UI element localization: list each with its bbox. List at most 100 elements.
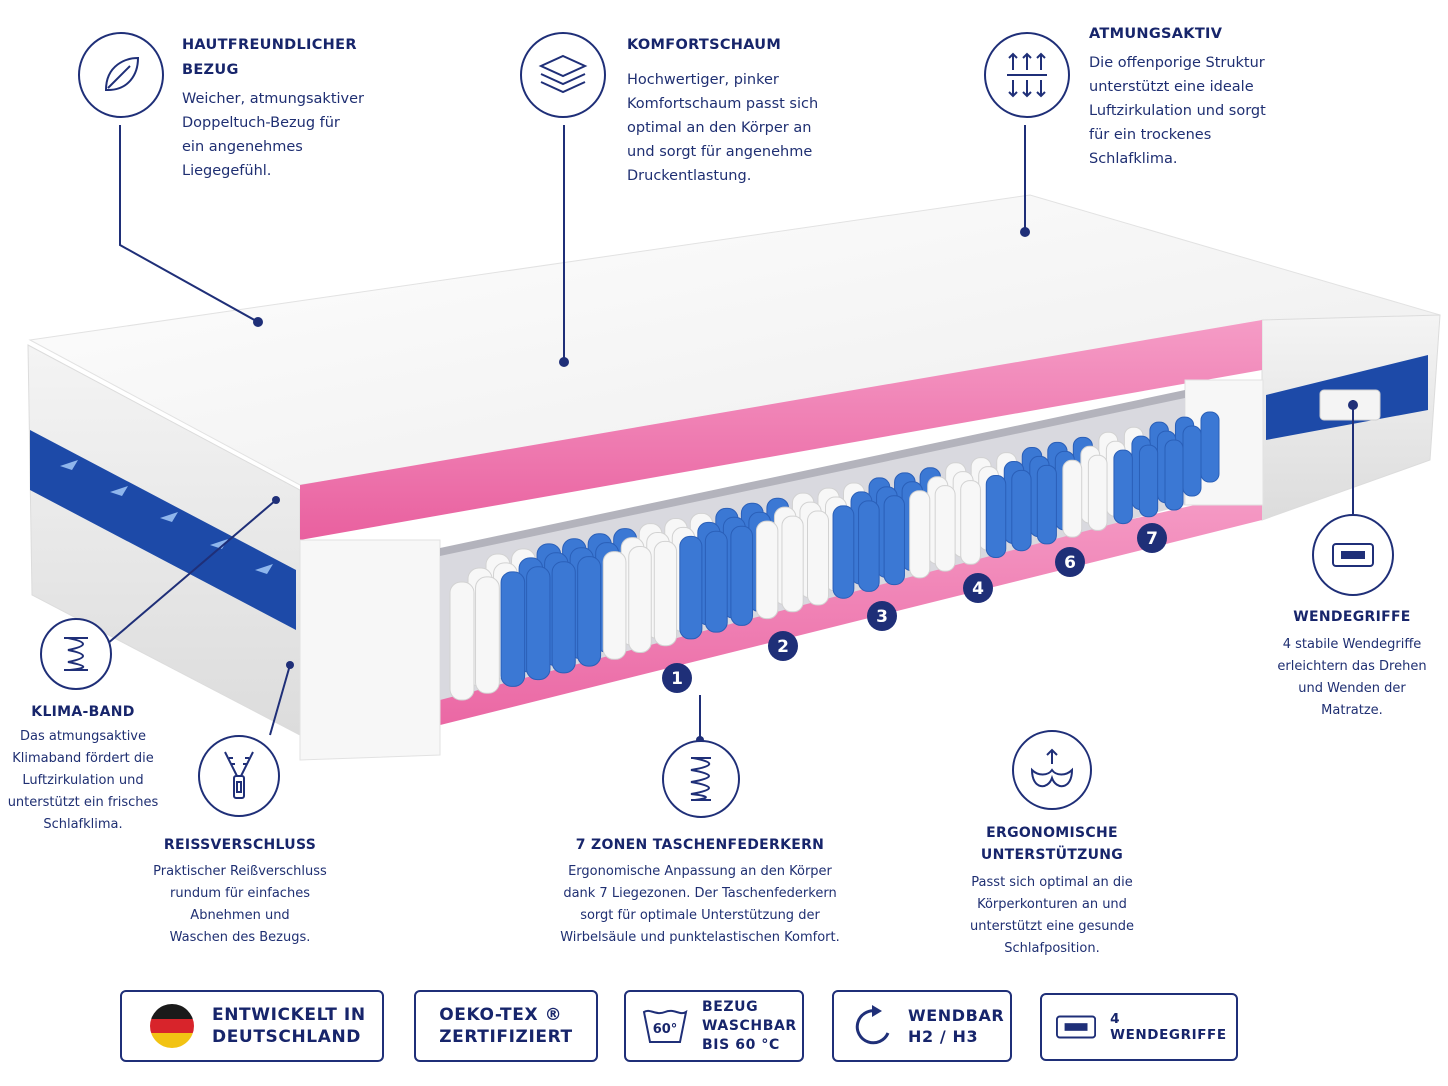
zone-marker (662, 663, 692, 693)
badge-waschbar: 60° BEZUG WASCHBAR BIS 60 °C (624, 990, 804, 1062)
wash-tub-icon: 60° (642, 1006, 688, 1046)
badge-wendegriffe: 4 WENDEGRIFFE (1040, 993, 1238, 1061)
coil-spring-icon (690, 757, 711, 801)
zone-marker (867, 601, 897, 631)
pocket-spring (1011, 469, 1032, 552)
bezug-icon-circle (78, 32, 164, 118)
zone-number: 3 (876, 607, 888, 627)
griffe-title: WENDEGRIFFE (1293, 609, 1411, 625)
atmung-icon-circle (984, 32, 1070, 118)
pink-foam-front (299, 539, 441, 761)
leaf-icon (104, 56, 140, 91)
griffe-icon-circle (1312, 514, 1394, 596)
reiss-text: REISSVERSCHLUSS Praktischer Reißverschlu… (140, 833, 340, 949)
zone-marker (1055, 547, 1085, 577)
pocket-spring (1138, 444, 1159, 518)
pocket-spring (551, 561, 576, 674)
klima-text: KLIMA-BAND Das atmungsaktive Klimaband f… (2, 700, 164, 836)
zone-number: 1 (671, 669, 683, 689)
pocket-spring (1164, 439, 1184, 511)
pocket-spring (679, 535, 703, 640)
pocket-springs (449, 411, 1220, 701)
badge-deutschland: ENTWICKELT IN DEUTSCHLAND (120, 990, 384, 1062)
komfort-description: Hochwertiger, pinker Komfortschaum passt… (627, 72, 819, 184)
zonen-description: Ergonomische Anpassung an den Körper dan… (560, 864, 840, 945)
pocket-spring (1087, 454, 1108, 531)
handle-icon (1332, 543, 1374, 567)
pocket-spring (653, 540, 678, 647)
pocket-spring (883, 495, 905, 586)
komfort-icon-circle (520, 32, 606, 118)
ergo-title: ERGONOMISCHE UNTERSTÜTZUNG (980, 825, 1124, 863)
airflow-icon (1007, 52, 1047, 98)
pocket-spring (781, 515, 804, 613)
pocket-spring (577, 556, 602, 667)
pocket-spring (1200, 411, 1220, 483)
pocket-spring (449, 581, 475, 701)
pocket-spring (755, 520, 779, 620)
pocket-spring (960, 480, 981, 565)
badge-wendbar-text: WENDBAR H2 / H3 (908, 1006, 1005, 1046)
pocket-spring (1062, 459, 1083, 538)
pocket-spring (858, 500, 880, 592)
badge-oekotex: OEKO-TEX ® ZERTIFIZIERT (414, 990, 598, 1062)
zonen-text: 7 ZONEN TASCHENFEDERKERN Ergonomische An… (545, 833, 855, 949)
atmung-text: ATMUNGSAKTIV Die offenporige Struktur un… (1089, 22, 1319, 171)
reiss-title: REISSVERSCHLUSS (163, 837, 317, 853)
atmung-description: Die offenporige Struktur unterstützt ein… (1089, 55, 1266, 167)
zone-marker (963, 573, 993, 603)
pocket-spring (832, 505, 855, 599)
klima-title: KLIMA-BAND (31, 704, 135, 720)
pocket-spring (807, 510, 829, 606)
zone-number: 6 (1064, 553, 1076, 573)
pocket-spring (602, 551, 627, 660)
ergo-icon-circle (1012, 730, 1092, 810)
klima-icon-circle (40, 618, 112, 690)
klima-description: Das atmungsaktive Klimaband fördert die … (7, 729, 159, 832)
reiss-icon-circle (198, 735, 280, 817)
zone-number: 4 (972, 579, 984, 599)
ergo-description: Passt sich optimal an die Körperkonturen… (970, 875, 1134, 956)
badge-wendbar: WENDBAR H2 / H3 (832, 990, 1012, 1062)
bezug-description: Weicher, atmungsaktiver Doppeltuch-Bezug… (182, 91, 364, 179)
pocket-spring (628, 546, 652, 653)
zonen-title: 7 ZONEN TASCHENFEDERKERN (575, 837, 825, 853)
griffe-text: WENDEGRIFFE 4 stabile Wendegriffe erleic… (1262, 604, 1442, 722)
pocket-spring (475, 576, 500, 694)
pink-foam-top (300, 320, 1262, 540)
zone-number: 7 (1146, 529, 1158, 549)
atmung-title: ATMUNGSAKTIV (1089, 26, 1223, 42)
handle-icon (1056, 1015, 1097, 1039)
pocket-spring (1036, 464, 1057, 545)
pocket-spring (730, 525, 754, 626)
bezug-title: HAUTFREUNDLICHER BEZUG (182, 37, 357, 78)
pocket-spring (526, 566, 551, 681)
german-flag-icon (150, 1004, 194, 1048)
zone-marker (768, 631, 798, 661)
climate-band-left (30, 430, 296, 630)
pocket-spring (934, 485, 956, 572)
ergo-text: ERGONOMISCHE UNTERSTÜTZUNG Passt sich op… (952, 822, 1152, 960)
pink-foam-bottom (300, 490, 1262, 760)
spring-band-icon (64, 637, 88, 671)
zonen-icon-circle (662, 740, 740, 818)
griffe-description: 4 stabile Wendegriffe erleichtern das Dr… (1277, 637, 1427, 718)
pocket-spring (1182, 425, 1202, 497)
badge-wendegriffe-text: 4 WENDEGRIFFE (1110, 1011, 1227, 1043)
pocket-spring (1113, 449, 1133, 525)
badge-deutschland-text: ENTWICKELT IN DEUTSCHLAND (212, 1005, 366, 1047)
komfort-text: KOMFORTSCHAUM Hochwertiger, pinker Komfo… (627, 33, 857, 188)
badge-waschbar-text: BEZUG WASCHBAR BIS 60 °C (702, 998, 797, 1053)
layers-icon (538, 54, 588, 94)
pocket-spring (704, 530, 728, 633)
zipper-icon (224, 751, 254, 799)
rotate-arrow-icon (855, 1005, 890, 1045)
pocket-spring (500, 571, 526, 687)
badge-oekotex-text: OEKO-TEX ® ZERTIFIZIERT (439, 1005, 573, 1047)
zone-marker (1137, 523, 1167, 553)
zone-number: 2 (777, 637, 789, 657)
bezug-text: HAUTFREUNDLICHER BEZUG Weicher, atmungsa… (182, 33, 392, 183)
reiss-description: Praktischer Reißverschluss rundum für ei… (153, 864, 327, 945)
body-support-icon (1030, 748, 1074, 788)
